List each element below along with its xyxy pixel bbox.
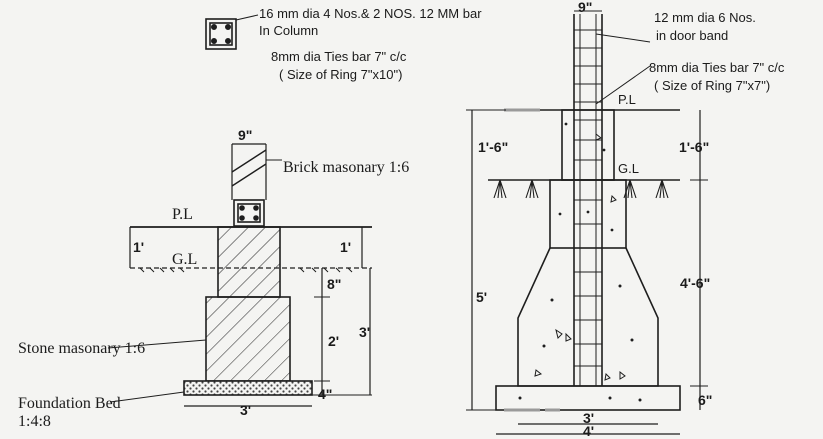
left-foundation-section bbox=[107, 14, 372, 407]
dim-right-plinth-left: 1'-6" bbox=[478, 139, 509, 155]
label-door-band-bars: 12 mm dia 6 Nos. bbox=[654, 10, 756, 25]
dim-right-bed-thickness: 6" bbox=[698, 392, 713, 408]
dim-left-bed-thickness: 4" bbox=[318, 386, 333, 402]
dim-right-plinth-right: 1'-6" bbox=[679, 139, 710, 155]
dim-left-2ft: 2' bbox=[328, 333, 340, 349]
label-column-bars-2: In Column bbox=[259, 23, 319, 38]
label-right-ties: 8mm dia Ties bar 7" c/c bbox=[649, 60, 785, 75]
dim-left-8in: 8" bbox=[327, 276, 342, 292]
label-ground-level-right: G.L bbox=[618, 161, 639, 176]
label-column-ties: 8mm dia Ties bar 7" c/c bbox=[271, 49, 407, 64]
label-stone-masonry: Stone masonary 1:6 bbox=[18, 340, 146, 357]
dim-right-top-width: 9" bbox=[578, 0, 593, 15]
dim-left-3ft: 3' bbox=[359, 324, 371, 340]
label-plinth-level-left: P.L bbox=[172, 206, 193, 223]
dim-left-bed-width: 3' bbox=[240, 402, 252, 418]
label-column-bars: 16 mm dia 4 Nos.& 2 NOS. 12 MM bar bbox=[259, 6, 482, 21]
dim-left-plinth-height-a: 1' bbox=[133, 239, 145, 255]
dim-right-base-width: 4' bbox=[583, 423, 595, 439]
right-foundation-section bbox=[466, 10, 708, 435]
label-column-ring-size: ( Size of Ring 7"x10") bbox=[279, 67, 403, 82]
dim-left-top-width: 9" bbox=[238, 127, 253, 143]
dim-right-total-depth: 5' bbox=[476, 289, 488, 305]
column-section-symbol bbox=[205, 14, 259, 50]
label-brick-masonry: Brick masonary 1:6 bbox=[283, 159, 410, 176]
label-ground-level-left: G.L bbox=[172, 251, 198, 268]
dim-left-plinth-height-b: 1' bbox=[340, 239, 352, 255]
label-foundation-bed: Foundation Bed bbox=[18, 395, 121, 412]
dim-right-footing-width: 3' bbox=[583, 410, 595, 426]
label-door-band: in door band bbox=[656, 28, 729, 43]
label-right-ring-size: ( Size of Ring 7"x7") bbox=[654, 78, 771, 93]
dim-right-footing-depth: 4'-6" bbox=[680, 275, 711, 291]
label-plinth-level-right: P.L bbox=[618, 92, 636, 107]
label-foundation-bed-mix: 1:4:8 bbox=[18, 413, 51, 430]
